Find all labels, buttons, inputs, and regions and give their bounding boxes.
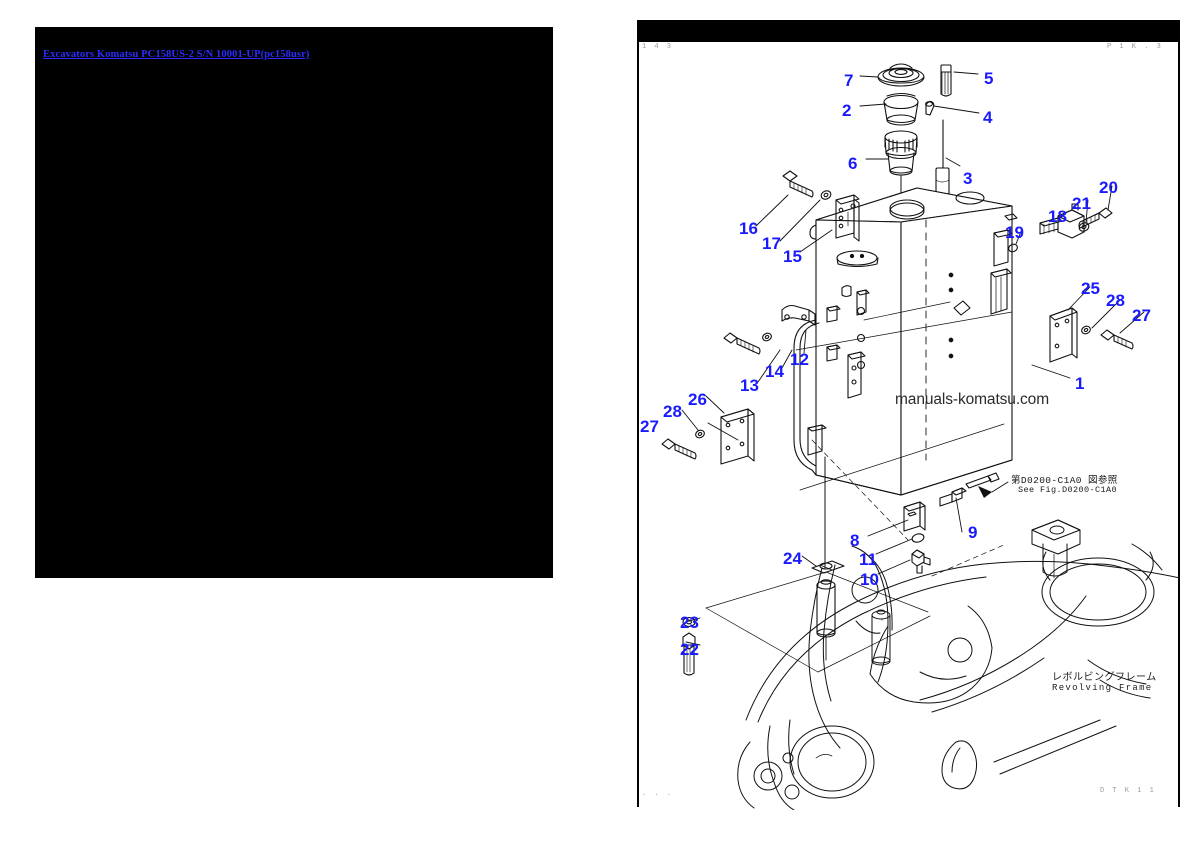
callout-number-2: 2 <box>842 101 852 120</box>
callout-number-7: 7 <box>844 71 854 90</box>
corner-mark-top-left: 1 4 3 <box>642 43 674 51</box>
callout-number-23: 23 <box>680 613 699 632</box>
revolving-frame-group <box>737 519 1180 810</box>
callout-number-4: 4 <box>983 108 993 127</box>
washer-17-group <box>820 190 832 200</box>
callout-number-3: 3 <box>963 169 973 188</box>
callout-number-1: 1 <box>1075 374 1085 393</box>
reference-note-japanese: 第D0200-C1A0 図参照 <box>1011 475 1118 486</box>
callout-number-10: 10 <box>860 570 879 589</box>
callout-number-6: 6 <box>848 154 858 173</box>
callout-number-28: 28 <box>663 402 682 421</box>
callout-number-11: 11 <box>859 550 877 569</box>
callout-number-22: 22 <box>680 640 699 659</box>
washer-14-group <box>762 332 772 342</box>
callout-number-28b: 28 <box>1106 291 1125 310</box>
bolt-13-group <box>723 332 761 355</box>
callout-number-9: 9 <box>968 523 978 542</box>
leader-lines <box>681 71 1145 673</box>
valve-18-group <box>1039 203 1085 239</box>
bolt-27-group <box>661 438 697 460</box>
clamp-24-group <box>811 560 845 574</box>
callout-number-27: 27 <box>640 417 659 436</box>
revolving-frame-label-japanese: レボルビングフレーム <box>1052 673 1157 684</box>
callout-number-12: 12 <box>790 350 809 369</box>
callout-number-27b: 27 <box>1132 306 1151 325</box>
washer-28b-group <box>1081 325 1091 335</box>
callout-number-21: 21 <box>1072 194 1091 213</box>
callout-number-24: 24 <box>783 549 802 568</box>
corner-mark-bottom-right: D T K 1 1 <box>1100 787 1156 795</box>
callout-number-13: 13 <box>740 376 759 395</box>
callout-number-26: 26 <box>688 390 707 409</box>
bolt-22-group <box>682 632 696 676</box>
callout-number-18: 18 <box>1048 207 1067 226</box>
corner-mark-bottom-left: . . . <box>642 790 674 798</box>
diagram-top-bar <box>637 20 1180 42</box>
filler-neck-group <box>883 92 919 126</box>
callout-number-19: 19 <box>1005 223 1024 242</box>
callout-number-25: 25 <box>1081 279 1100 298</box>
plate-25-group <box>1049 307 1078 363</box>
plate-26-group <box>720 408 755 465</box>
parts-diagram-panel: 1 4 3 P 1 K . 3 . . . D T K 1 1 manuals-… <box>620 20 1180 810</box>
bolt-16-group <box>782 170 814 198</box>
washer-21-group <box>1078 222 1090 232</box>
tube-group <box>816 456 836 661</box>
callout-number-14: 14 <box>765 362 784 381</box>
bracket-12-group <box>781 304 816 326</box>
washer-19-group <box>1008 243 1018 253</box>
callout-number-16: 16 <box>739 219 758 238</box>
gasket-part-group <box>925 100 935 116</box>
hydraulic-tank-body <box>793 187 1018 496</box>
ref-arrow-head <box>978 486 992 498</box>
catalog-preview-panel: Excavators Komatsu PC158US-2 S/N 10001-U… <box>35 27 553 578</box>
gauge-rod-group <box>935 119 950 195</box>
callout-number-17: 17 <box>762 234 781 253</box>
callout-number-5: 5 <box>984 69 994 88</box>
bolt-27b-group <box>1100 329 1134 350</box>
callout-number-15: 15 <box>783 247 802 266</box>
filler-cap-group <box>877 63 925 87</box>
bolt-20-group <box>1078 207 1113 229</box>
washer-11-group <box>911 533 925 543</box>
fitting-8-group <box>903 501 926 532</box>
parts-diagram-drawing <box>661 63 1180 810</box>
catalog-link[interactable]: Excavators Komatsu PC158US-2 S/N 10001-U… <box>43 49 310 60</box>
reference-note-english: See Fig.D0200-C1A0 <box>1018 485 1118 495</box>
connector-9-group <box>939 472 1000 507</box>
bracket-15-group <box>835 194 860 242</box>
washer-28-group <box>695 429 705 439</box>
watermark-text: manuals-komatsu.com <box>895 391 1050 408</box>
diagram-frame-border <box>637 42 1180 807</box>
callout-number-8: 8 <box>850 531 860 550</box>
revolving-frame-label-english: Revolving Frame <box>1052 683 1153 693</box>
bolt-5-group <box>940 64 952 97</box>
corner-mark-top-right: P 1 K . 3 <box>1107 43 1163 51</box>
fitting-10-group <box>911 549 931 574</box>
callout-number-20: 20 <box>1099 178 1118 197</box>
